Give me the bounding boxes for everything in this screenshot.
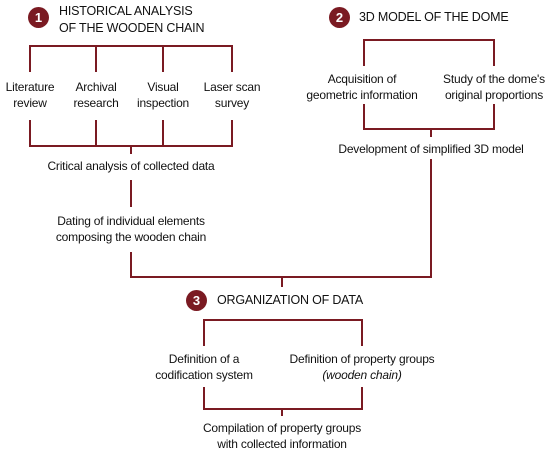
compilation-line2: with collected information xyxy=(217,437,347,451)
section1-title-line1: HISTORICAL ANALYSIS xyxy=(59,4,193,18)
method-line2: research xyxy=(73,96,119,110)
study-line1: Study of the dome's xyxy=(443,72,545,86)
section2-bottom-bracket xyxy=(363,104,495,130)
critical-analysis-step: Critical analysis of collected data xyxy=(47,159,215,173)
property-line1: Definition of property groups xyxy=(289,352,435,366)
method-line2: survey xyxy=(214,96,250,110)
study-proportions-step: Study of the dome's original proportions xyxy=(443,71,545,103)
method-line1: Visual xyxy=(147,80,179,94)
section1-title: HISTORICAL ANALYSIS OF THE WOODEN CHAIN xyxy=(59,3,204,37)
codification-line2: codification system xyxy=(155,368,253,382)
dating-step: Dating of individual elements composing … xyxy=(56,213,206,245)
method-literature-review: Literature review xyxy=(6,79,55,111)
compilation-line1: Compilation of property groups xyxy=(202,421,362,435)
section1-top-bracket xyxy=(29,45,233,72)
acquisition-step: Acquisition of geometric information xyxy=(306,71,417,103)
dating-line2: composing the wooden chain xyxy=(55,230,207,244)
codification-step: Definition of a codification system xyxy=(155,351,253,383)
study-line2: original proportions xyxy=(444,88,544,102)
section1-number-badge: 1 xyxy=(28,7,49,28)
section3-bottom-bracket xyxy=(203,387,363,410)
method-line2: review xyxy=(13,96,47,110)
dating-line1: Dating of individual elements xyxy=(57,214,205,228)
method-line1: Archival xyxy=(75,80,117,94)
method-laser-scan-survey: Laser scan survey xyxy=(204,79,261,111)
codification-line1: Definition of a xyxy=(168,352,240,366)
section2-top-bracket xyxy=(363,39,495,66)
compilation-step: Compilation of property groups with coll… xyxy=(203,420,361,452)
method-archival-research: Archival research xyxy=(73,79,118,111)
acquisition-line2: geometric information xyxy=(306,88,418,102)
development-3d-model-step: Development of simplified 3D model xyxy=(338,142,524,156)
method-line1: Laser scan xyxy=(203,80,261,94)
method-line2: inspection xyxy=(136,96,190,110)
section1-title-line2: OF THE WOODEN CHAIN xyxy=(59,21,205,35)
section2-title: 3D MODEL OF THE DOME xyxy=(359,10,509,24)
acquisition-line1: Acquisition of xyxy=(327,72,397,86)
property-line2: (wooden chain) xyxy=(322,368,402,382)
section3-top-bracket xyxy=(203,319,363,346)
section1-bottom-bracket xyxy=(29,120,233,147)
section3-number-badge: 3 xyxy=(186,290,207,311)
property-groups-step: Definition of property groups (wooden ch… xyxy=(290,351,435,383)
method-visual-inspection: Visual inspection xyxy=(137,79,189,111)
section2-number-badge: 2 xyxy=(329,7,350,28)
method-line1: Literature xyxy=(5,80,55,94)
section3-title: ORGANIZATION OF DATA xyxy=(217,293,364,307)
